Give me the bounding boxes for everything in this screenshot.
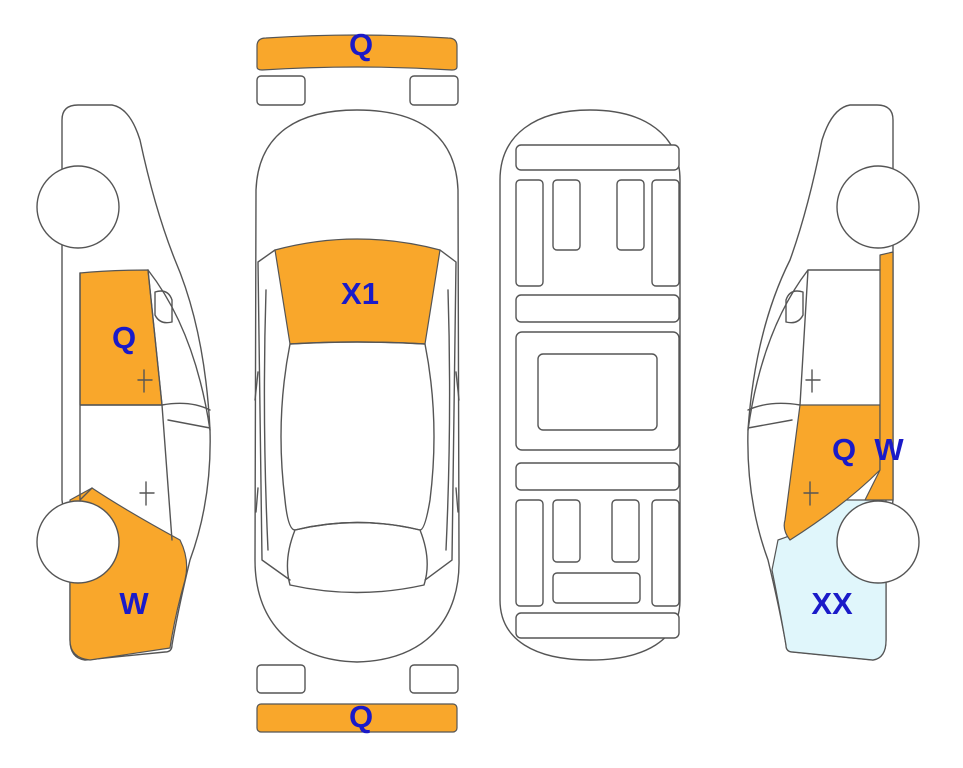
underbody-cross-member-2	[515, 462, 680, 491]
right-handle-rear	[803, 481, 819, 506]
underbody-front-rail-left	[515, 179, 544, 287]
top-side-line-left	[257, 249, 291, 581]
underbody-front-mount-left	[552, 179, 581, 251]
right-a-pillar-label: W	[874, 432, 904, 467]
left-side-view	[36, 104, 211, 661]
right-front-door-panel[interactable]	[783, 404, 881, 541]
top-handle-left	[255, 487, 259, 513]
top-mirror-right	[455, 371, 460, 401]
top-side-line-right	[424, 249, 457, 581]
top-body-outline	[254, 109, 460, 663]
right-side-view	[747, 104, 920, 661]
right-mirror	[785, 290, 804, 324]
right-rear-wheel	[836, 165, 920, 249]
left-front-wheel	[36, 500, 120, 584]
right-front-wheel	[836, 500, 920, 584]
left-rear-wheel	[36, 165, 120, 249]
right-a-pillar-panel[interactable]	[864, 251, 894, 501]
underbody-view	[499, 109, 681, 661]
damage-labels: Q X1 Q Q W Q W XX	[112, 27, 904, 734]
rear-bumper-panel[interactable]	[256, 703, 458, 733]
underbody-rear-rail-left	[515, 499, 544, 607]
left-handle-front	[137, 369, 153, 393]
headlight-left	[256, 75, 306, 106]
headlight-right	[409, 75, 459, 106]
underbody-front-bar	[515, 144, 680, 171]
underbody-cross-member-1	[515, 294, 680, 323]
top-door-line-right	[445, 289, 451, 551]
left-front-door-label: Q	[112, 320, 136, 355]
underbody-center-panel	[537, 353, 658, 431]
underbody-front-rail-right	[651, 179, 680, 287]
front-bumper-label: Q	[349, 27, 373, 62]
underbody-rear-mount-left	[552, 499, 581, 563]
taillight-right	[409, 664, 459, 694]
left-handle-rear	[139, 481, 155, 506]
top-handle-right	[455, 487, 459, 513]
underbody-rear-crossbar	[552, 572, 641, 604]
rear-bumper-label: Q	[349, 699, 373, 734]
front-bumper-panel[interactable]	[256, 34, 458, 71]
top-mirror-left	[254, 371, 259, 401]
top-view	[254, 34, 460, 733]
underbody-rear-rail-right	[651, 499, 680, 607]
right-front-door-label: Q	[832, 432, 856, 467]
underbody-rear-mount-right	[611, 499, 640, 563]
underbody-rear-bar	[515, 612, 680, 639]
top-roof	[280, 341, 435, 531]
top-door-line-left	[263, 289, 269, 551]
taillight-left	[256, 664, 306, 694]
left-window-line	[147, 269, 211, 431]
right-handle-front	[805, 369, 821, 393]
hood-label: X1	[341, 276, 379, 311]
right-door-frame	[747, 269, 881, 431]
underbody-front-mount-right	[616, 179, 645, 251]
left-front-fender-label: W	[119, 586, 149, 621]
right-front-fender-label: XX	[811, 586, 853, 621]
top-rear-window	[286, 521, 428, 594]
left-mirror	[154, 290, 173, 324]
